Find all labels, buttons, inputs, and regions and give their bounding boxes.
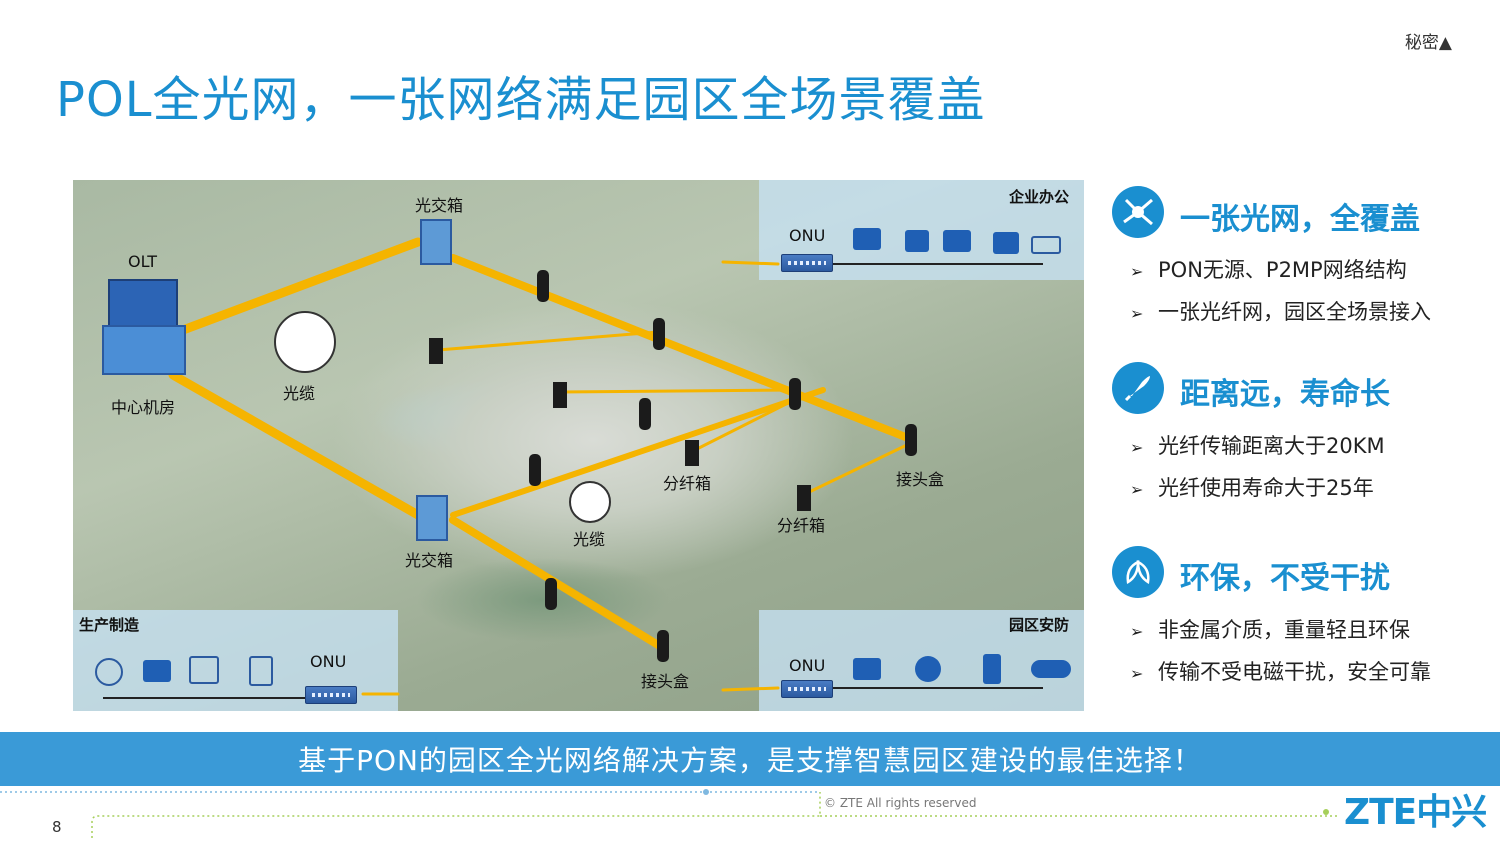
central-building (102, 325, 186, 375)
splitter-box-2 (553, 382, 567, 408)
onu-manufacturing (305, 686, 357, 704)
fiber-branch-a (436, 330, 660, 352)
page-title: POL全光网，一张网络满足园区全场景覆盖 (56, 72, 986, 128)
cross-box-top (420, 219, 452, 265)
cable-cross-section-small (569, 481, 611, 523)
label-central-room: 中心机房 (111, 398, 176, 417)
campus-network-diagram: 企业办公 生产制造 园区安防 OLT 中心机房 光交箱 光交箱 光缆 光缆 分纤… (73, 180, 1084, 711)
joint-box-2 (653, 318, 665, 350)
banner-text: 基于PON的园区全光网络解决方案，是支撑智慧园区建设的最佳选择！ (298, 744, 1202, 777)
label-cross-box-top: 光交箱 (415, 196, 464, 215)
label-cable-small: 光缆 (573, 530, 606, 549)
bullet-camera-icon (1031, 660, 1071, 678)
feature-title-3: 环保，不受干扰 (1180, 561, 1390, 596)
fiber-olt-to-cross-bottom (168, 370, 423, 520)
label-splitter-2: 分纤箱 (777, 516, 826, 535)
joint-box-7 (545, 578, 557, 610)
zone-label-manufacturing: 生产制造 (79, 616, 140, 634)
desktop-computer-icon (905, 230, 929, 252)
splitter-box-4 (797, 485, 811, 511)
access-control-icon (983, 654, 1001, 684)
joint-box-3 (789, 378, 801, 410)
onu-office (781, 254, 833, 272)
joint-box-4 (639, 398, 651, 430)
copyright: © ZTE All rights reserved (824, 796, 977, 810)
fiber-olt-to-cross-top (178, 237, 423, 335)
cable-cross-section-large (274, 311, 336, 373)
fiber-security-feed (721, 686, 780, 692)
surveillance-camera-icon (853, 658, 881, 680)
feature-title-2: 距离远，寿命长 (1180, 377, 1390, 412)
feature-2-bullet-1: ➢光纤传输距离大于20KM (1130, 434, 1385, 458)
desk-user-icon (853, 228, 881, 250)
olt-rack (108, 279, 178, 327)
label-cable-large: 光缆 (283, 384, 316, 403)
printer-icon (943, 230, 971, 252)
fiber-office-feed (721, 260, 780, 266)
page-number: 8 (52, 818, 62, 836)
fiber-branch-c (689, 396, 800, 454)
robot-arm-icon (143, 660, 171, 682)
fiber-branch-d (801, 440, 915, 497)
splitter-box-1 (429, 338, 443, 364)
meter-icon (249, 656, 273, 686)
cross-box-bottom (416, 495, 448, 541)
factory-icon (189, 656, 219, 684)
footer-dotted-lines (0, 789, 1340, 838)
fiber-cross-top-trunk (449, 254, 917, 444)
label-onu-security: ONU (789, 656, 826, 675)
label-cross-box-bottom: 光交箱 (405, 551, 454, 570)
label-joint-box-2: 接头盒 (641, 672, 690, 691)
feature-3-bullet-1: ➢非金属介质，重量轻且环保 (1130, 618, 1410, 642)
leaf-icon (1112, 546, 1164, 598)
feature-title-1: 一张光网，全覆盖 (1180, 202, 1420, 237)
joint-box-5 (529, 454, 541, 486)
conclusion-banner: 基于PON的园区全光网络解决方案，是支撑智慧园区建设的最佳选择！ (0, 732, 1500, 786)
zte-logo: ZTE中兴 (1344, 792, 1487, 833)
joint-box-6 (905, 424, 917, 456)
fiber-branch-b (556, 388, 795, 394)
feature-3-bullet-2: ➢传输不受电磁干扰，安全可靠 (1130, 660, 1431, 684)
feature-1-bullet-1: ➢PON无源、P2MP网络结构 (1130, 258, 1407, 282)
joint-box-1 (537, 270, 549, 302)
wifi-router-icon (1031, 236, 1061, 254)
rocket-icon (1112, 362, 1164, 414)
fiber-cross-bottom-trunk (449, 516, 667, 652)
fiber-cross-bottom-up (450, 387, 826, 518)
onu-security (781, 680, 833, 698)
zone-label-office: 企业办公 (1009, 188, 1070, 206)
splitter-box-3 (685, 440, 699, 466)
gauge-icon (95, 658, 123, 686)
zone-label-security: 园区安防 (1009, 616, 1070, 634)
dome-camera-icon (915, 656, 941, 682)
fiber-network-svg (102, 219, 1043, 699)
feature-1-bullet-2: ➢一张光纤网，园区全场景接入 (1130, 300, 1431, 324)
label-onu-office: ONU (789, 226, 826, 245)
label-splitter-1: 分纤箱 (663, 474, 712, 493)
feature-2-bullet-2: ➢光纤使用寿命大于25年 (1130, 476, 1374, 500)
label-onu-manufacturing: ONU (310, 652, 347, 671)
joint-box-8 (657, 630, 669, 662)
network-hub-icon (1112, 186, 1164, 238)
folder-icon (993, 232, 1019, 254)
label-olt: OLT (128, 252, 158, 271)
secret-mark: 秘密▲ (1404, 33, 1452, 53)
label-joint-box-1: 接头盒 (896, 470, 945, 489)
